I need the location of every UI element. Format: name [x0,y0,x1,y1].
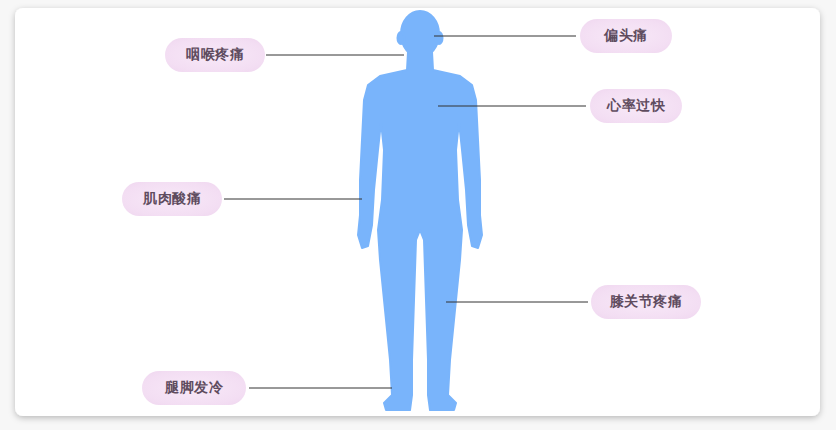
symptom-label: 心率过快 [607,97,665,115]
leader-line [249,388,392,389]
leader-line [224,199,362,200]
symptom-label: 偏头痛 [604,27,648,45]
leader-line [434,36,576,37]
symptom-pill: 肌肉酸痛 [122,182,222,216]
symptom-label: 膝关节疼痛 [610,293,683,311]
symptom-pill: 腿脚发冷 [142,371,246,405]
leader-line [438,106,586,107]
head [401,11,439,57]
symptom-label: 肌肉酸痛 [143,190,201,208]
symptom-pill: 咽喉疼痛 [165,38,265,72]
symptom-label: 腿脚发冷 [165,379,223,397]
symptom-pill: 膝关节疼痛 [591,285,701,319]
leader-line [446,302,588,303]
symptom-pill: 偏头痛 [580,19,672,53]
leader-line [266,55,404,56]
leader-lines [224,36,588,388]
card [15,8,820,416]
ear [436,32,443,44]
symptom-pill: 心率过快 [590,89,682,123]
ear [398,32,405,44]
body-silhouette [358,11,482,410]
symptom-label: 咽喉疼痛 [186,46,244,64]
